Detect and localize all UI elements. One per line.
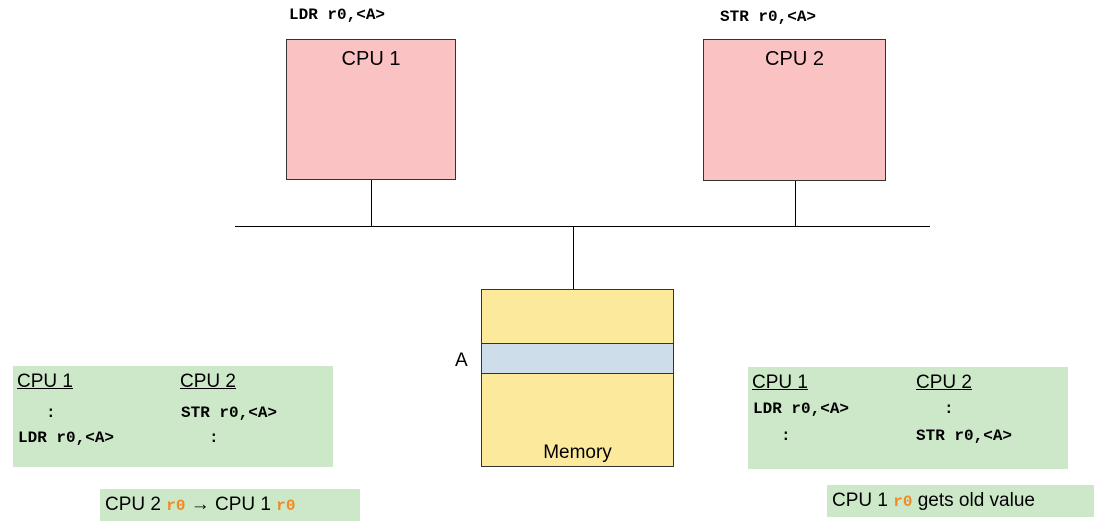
right-note-part1: CPU 1 — [832, 490, 894, 511]
left-note-register1: r0 — [166, 497, 186, 515]
cpu2-box: CPU 2 — [703, 39, 886, 181]
left-scenario-box: CPU 1 CPU 2 : STR r0,<A> LDR r0,<A> : — [13, 366, 333, 467]
cpu1-instruction: LDR r0,<A> — [289, 6, 386, 24]
cpu1-box: CPU 1 — [286, 39, 456, 180]
left-cpu2-row1: STR r0,<A> — [181, 404, 278, 422]
memory-label: Memory — [543, 442, 612, 463]
memory-location-a — [482, 343, 673, 374]
address-a-label: A — [455, 350, 468, 371]
memory-bus-connector — [573, 227, 574, 289]
cpu1-bus-connector — [371, 180, 372, 226]
left-result-note: CPU 2 r0 → CPU 1 r0 — [100, 489, 360, 521]
left-cpu1-header: CPU 1 — [17, 371, 73, 392]
left-cpu2-row2: : — [209, 429, 219, 447]
right-cpu2-header: CPU 2 — [916, 372, 972, 393]
right-cpu2-row2: STR r0,<A> — [916, 427, 1013, 445]
cpu2-instruction: STR r0,<A> — [720, 8, 817, 26]
left-note-part1: CPU 2 — [105, 494, 167, 515]
right-cpu1-row2: : — [781, 427, 791, 445]
right-scenario-box: CPU 1 CPU 2 LDR r0,<A> : : STR r0,<A> — [748, 367, 1068, 469]
right-cpu1-header: CPU 1 — [752, 372, 808, 393]
right-cpu2-row1: : — [944, 400, 954, 418]
cpu2-bus-connector — [795, 181, 796, 226]
memory-block: Memory — [481, 289, 674, 467]
right-result-note: CPU 1 r0 gets old value — [827, 485, 1094, 517]
left-note-register2: r0 — [276, 497, 296, 515]
right-note-register: r0 — [893, 493, 913, 511]
right-note-part2: gets old value — [912, 490, 1035, 511]
left-cpu1-row1: : — [46, 404, 56, 422]
cpu2-label: CPU 2 — [765, 48, 824, 70]
cpu1-label: CPU 1 — [341, 48, 401, 70]
left-cpu2-header: CPU 2 — [180, 371, 236, 392]
right-cpu1-row1: LDR r0,<A> — [753, 400, 850, 418]
left-note-part2: → CPU 1 — [185, 494, 277, 515]
system-bus — [235, 226, 930, 227]
left-cpu1-row2: LDR r0,<A> — [18, 429, 115, 447]
